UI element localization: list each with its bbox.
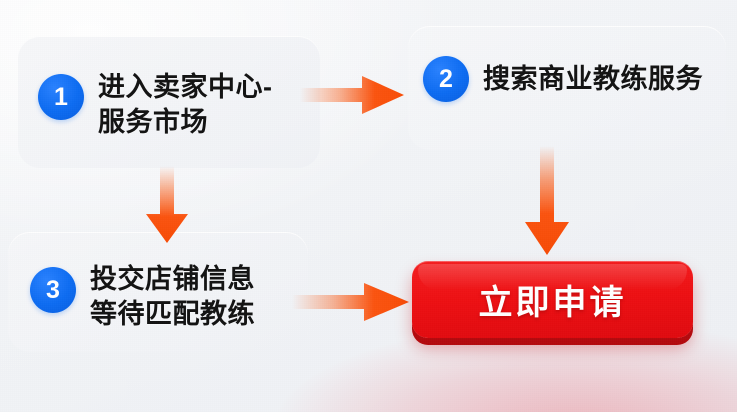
step-2-number-badge: 2 — [423, 56, 469, 102]
arrow-down-icon — [525, 146, 569, 255]
step-2-label: 搜索商业教练服务 — [483, 63, 703, 94]
arrow-down-icon — [146, 166, 188, 243]
step-3-label: 投交店铺信息 等待匹配教练 — [90, 264, 255, 329]
apply-now-button[interactable]: 立即申请 — [412, 261, 693, 338]
step-3-number-badge: 3 — [30, 266, 76, 313]
arrow-right-icon — [300, 76, 404, 114]
step-1-number-badge: 1 — [38, 73, 84, 120]
step-3: 3 投交店铺信息 等待匹配教练 — [30, 248, 300, 331]
arrow-right-icon — [292, 283, 409, 321]
step-2: 2 搜索商业教练服务 — [423, 56, 703, 102]
step-1: 1 进入卖家中心- 服务市场 — [38, 54, 308, 139]
step-1-label: 进入卖家中心- 服务市场 — [98, 72, 273, 137]
